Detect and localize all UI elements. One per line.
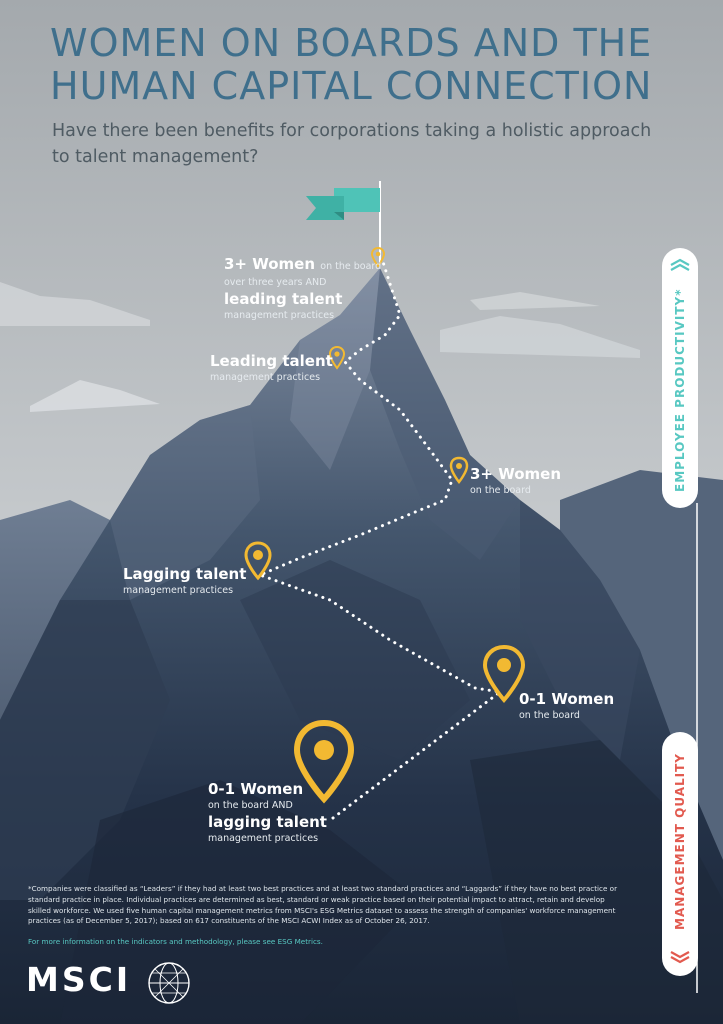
page-subtitle: Have there been benefits for corporation… [52, 121, 652, 167]
stage-text: on the board [470, 485, 531, 496]
stage-zero-one-women-lagging: 0-1 Women on the board AND lagging talen… [208, 780, 327, 846]
stage-text: on the board AND [208, 800, 293, 811]
stage-heading: lagging talent [208, 813, 327, 831]
map-pin-icon [328, 345, 346, 370]
chevron-up-icon [670, 258, 690, 271]
methodology-footnote: *Companies were classified as “Leaders” … [28, 884, 618, 926]
map-pin-icon [244, 541, 272, 581]
performance-gauge: EMPLOYEE PRODUCTIVITY* MANAGEMENT QUALIT… [662, 248, 698, 993]
stage-text: management practices [123, 585, 234, 596]
stage-heading: 0-1 Women [208, 780, 304, 798]
stage-text: over three years AND [224, 277, 327, 288]
msci-logo: MSCI [26, 960, 132, 999]
stage-heading: leading talent [224, 290, 343, 308]
stage-three-plus-women: 3+ Women on the board [470, 465, 561, 498]
stage-heading: 3+ Women [470, 465, 562, 483]
globe-logo-icon [148, 962, 190, 1004]
management-quality-label: MANAGEMENT QUALITY [673, 753, 687, 931]
stage-summit: 3+ Women on the board over three years A… [224, 255, 381, 323]
stage-text: on the board [519, 710, 580, 721]
stage-heading: Leading talent [210, 352, 333, 370]
page-title: WOMEN ON BOARDS AND THE HUMAN CAPITAL CO… [50, 21, 653, 108]
map-pin-icon [370, 246, 386, 268]
gauge-bottom-panel [662, 732, 698, 976]
more-info-link[interactable]: For more information on the indicators a… [28, 937, 323, 946]
map-pin-icon [449, 456, 469, 484]
stage-lagging-talent: Lagging talent management practices [123, 565, 246, 598]
chevron-down-icon [670, 951, 690, 964]
stage-leading-talent: Leading talent management practices [210, 352, 333, 385]
stage-text: management practices [208, 833, 319, 844]
stage-text: management practices [224, 310, 335, 321]
stage-zero-one-women: 0-1 Women on the board [519, 690, 614, 723]
stage-heading: 0-1 Women [519, 690, 615, 708]
gauge-top-panel [662, 248, 698, 508]
stage-text: on the board [320, 261, 382, 272]
stage-heading: 3+ Women [224, 255, 316, 273]
stage-heading: Lagging talent [123, 565, 247, 583]
employee-productivity-label: EMPLOYEE PRODUCTIVITY* [673, 288, 687, 493]
map-pin-icon [482, 644, 526, 704]
stage-text: management practices [210, 372, 321, 383]
map-pin-icon [293, 719, 355, 804]
flag-icon [306, 188, 380, 220]
